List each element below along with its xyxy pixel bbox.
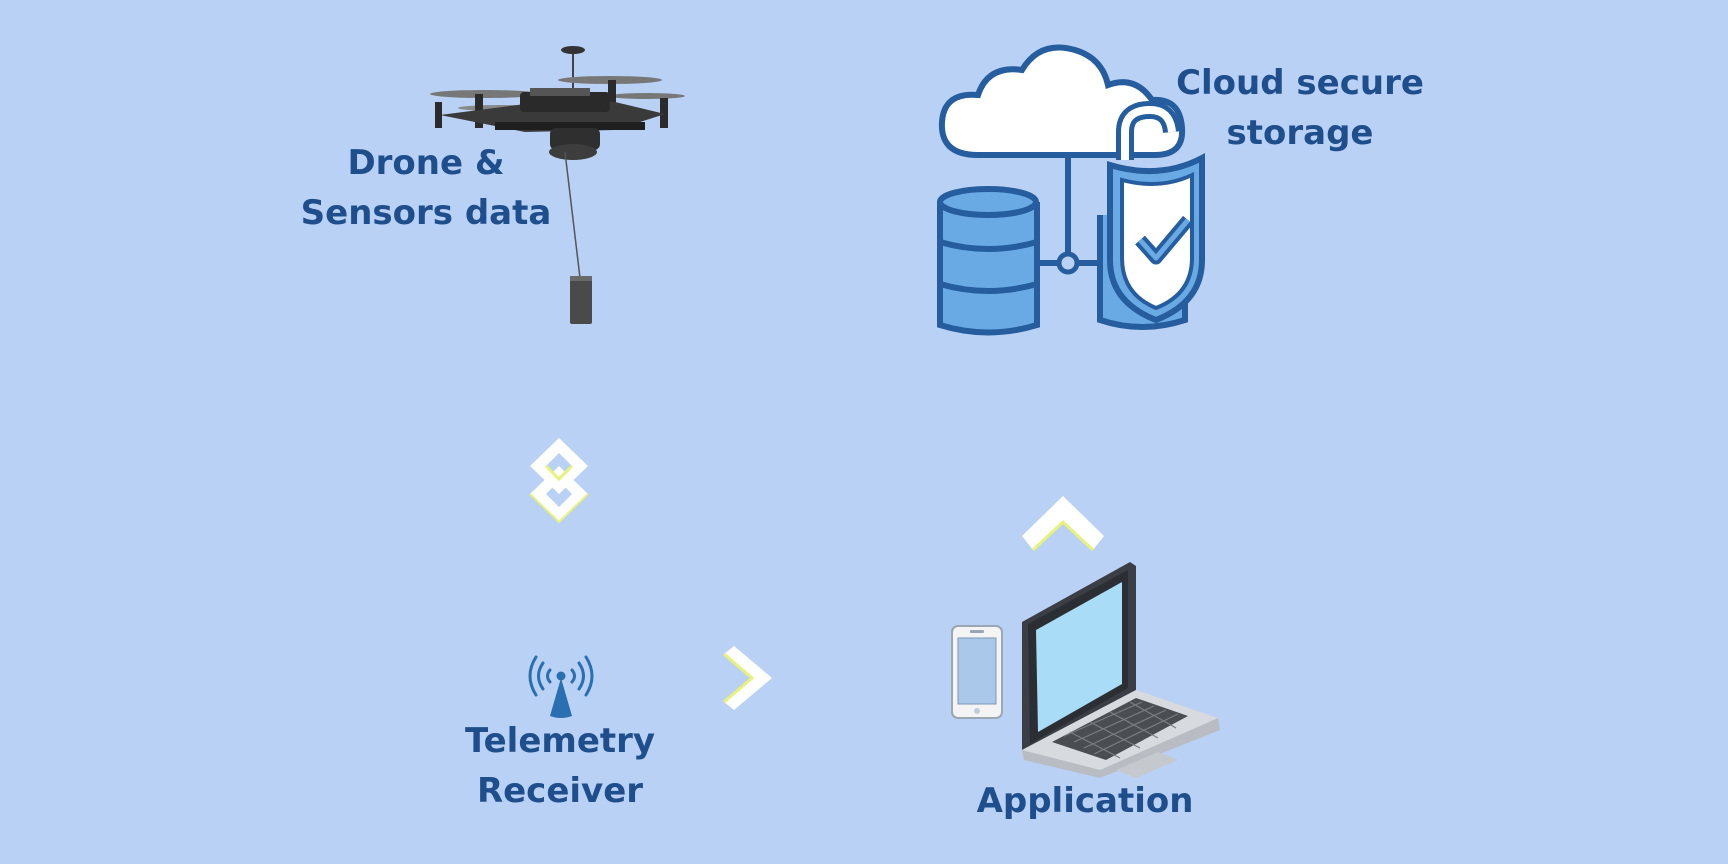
cloud-label-line-2: storage	[1226, 113, 1374, 153]
drone-label-line-2: Sensors data	[300, 193, 552, 233]
drone-icon	[430, 46, 685, 324]
chevron-up-icon	[1022, 496, 1104, 552]
drone-label: Drone & Sensors data	[286, 138, 566, 238]
telemetry-label: Telemetry Receiver	[420, 716, 700, 816]
cloud-database-lock-icon	[937, 44, 1205, 336]
chevron-right-icon	[723, 646, 772, 710]
cloud-label: Cloud secure storage	[1160, 58, 1440, 158]
cloud-label-line-1: Cloud secure	[1176, 63, 1424, 103]
double-chevron-icon	[529, 438, 589, 524]
laptop-phone-icon	[951, 562, 1220, 778]
telemetry-label-line-2: Receiver	[476, 771, 644, 811]
application-label: Application	[945, 776, 1225, 826]
telemetry-label-line-1: Telemetry	[464, 721, 656, 761]
drone-label-line-1: Drone &	[347, 143, 505, 183]
antenna-icon	[528, 655, 594, 718]
application-label-line-1: Application	[976, 781, 1194, 821]
